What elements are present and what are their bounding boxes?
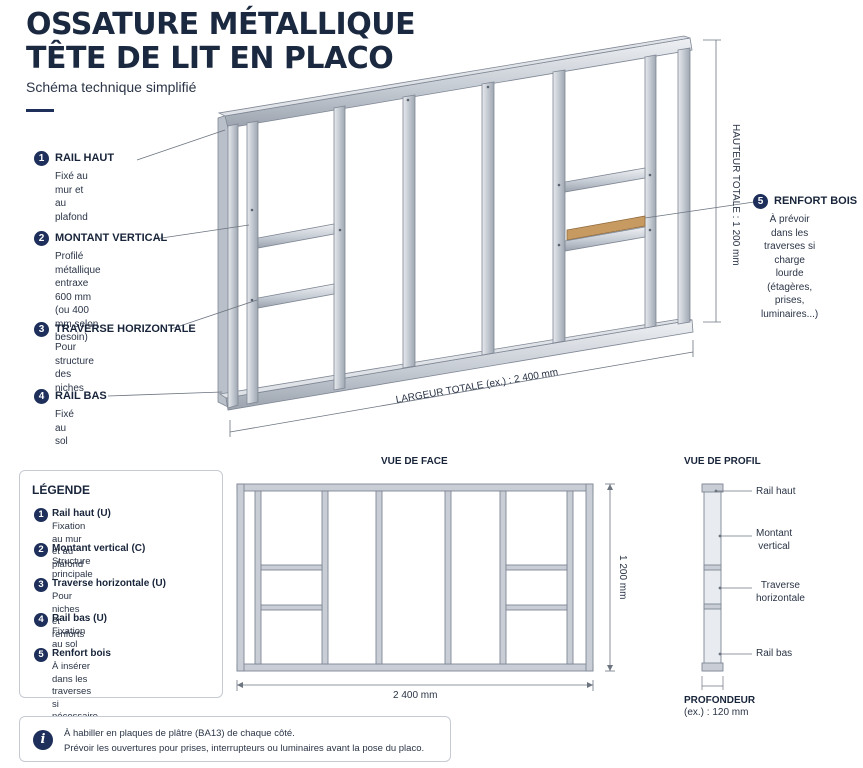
legend-title: LÉGENDE [32, 483, 91, 497]
front-traverse-right-lower [505, 604, 568, 611]
callout-body: Profilé métallique entraxe 600 mm (ou 40… [55, 251, 101, 343]
stud-6 [644, 54, 657, 329]
legend-desc: À insérer dans les traverses si nécessai… [52, 661, 98, 722]
callout-number: 1 [34, 151, 49, 166]
callout-number: 5 [753, 194, 768, 209]
front-stud-edge-right [585, 483, 594, 672]
profile-label-rail-haut: Rail haut [756, 486, 796, 497]
legend-desc: Pour niches et renforts [52, 591, 85, 640]
info-note: i À habiller en plaques de plâtre (BA13)… [19, 716, 451, 762]
profile-view-frame [701, 483, 724, 672]
legend-name: Rail haut (U) [52, 508, 111, 519]
profile-label-traverse: Traverse horizontale [756, 580, 805, 604]
leader-lines [107, 129, 755, 397]
front-top-rail [236, 483, 594, 492]
front-view-frame [236, 483, 594, 672]
legend-desc: Fixation au sol [52, 626, 86, 650]
stud-end-left [227, 123, 239, 409]
legend-desc: Structure principale [52, 556, 93, 580]
legend-desc: Fixation au mur et au plafond [52, 521, 86, 570]
traverse-right-upper [564, 167, 646, 193]
stud-2 [333, 105, 346, 391]
legend-number: 4 [34, 613, 48, 627]
legend-name: Traverse horizontale (U) [52, 578, 166, 589]
screw-dots [250, 85, 652, 302]
legend-name: Rail bas (U) [52, 613, 108, 624]
stud-end-right [677, 47, 691, 325]
legend-box: LÉGENDE 1 Rail haut (U) Fixation au mur … [19, 470, 223, 722]
legend-number: 1 [34, 508, 48, 522]
profile-view-title: VUE DE PROFIL [684, 456, 761, 467]
legend-number: 2 [34, 543, 48, 557]
profile-traverse-upper [703, 564, 722, 571]
legend-name: Renfort bois [52, 648, 111, 659]
callout-number: 4 [34, 389, 49, 404]
wood-reinforcement [566, 215, 646, 241]
profile-view-leaders [701, 489, 752, 690]
title-line-2: TÊTE DE LIT EN PLACO [26, 41, 394, 76]
front-stud-2 [321, 490, 329, 665]
front-view-dimensions [236, 483, 615, 691]
title-line-1: OSSATURE MÉTALLIQUE [26, 7, 416, 42]
info-icon: i [33, 730, 53, 750]
callout-body: Fixé au mur et au plafond [55, 171, 88, 223]
callout-title: RENFORT BOIS [774, 195, 858, 207]
info-line-1: À habiller en plaques de plâtre (BA13) d… [64, 728, 295, 739]
traverse-left-upper [257, 223, 335, 249]
title-underline [26, 109, 54, 112]
front-stud-edge-left [236, 483, 245, 672]
front-stud-4 [444, 490, 452, 665]
front-stud-3 [375, 490, 383, 665]
profile-traverse-lower [703, 603, 722, 610]
traverse-left-lower [257, 283, 335, 309]
profile-depth-value: (ex.) : 120 mm [684, 707, 749, 718]
callout-title: TRAVERSE HORIZONTALE [55, 323, 196, 335]
callout-number: 3 [34, 322, 49, 337]
top-rail [224, 37, 693, 129]
legend-number: 3 [34, 578, 48, 592]
front-stud-1 [254, 490, 262, 665]
legend-name: Montant vertical (C) [52, 543, 146, 554]
traverse-right-lower [564, 226, 646, 252]
callout-body: À prévoir dans les traverses si charge l… [761, 214, 819, 320]
front-traverse-left-lower [260, 604, 323, 611]
top-rail-lip [217, 35, 691, 117]
stud-5 [552, 69, 566, 344]
stud-3 [402, 94, 416, 369]
info-line-2: Prévoir les ouvertures pour prises, inte… [64, 743, 425, 754]
profile-label-rail-bas: Rail bas [756, 648, 793, 659]
bottom-rail [225, 319, 694, 411]
profile-stud [703, 483, 722, 672]
front-stud-5 [499, 490, 507, 665]
callout-number: 2 [34, 231, 49, 246]
stud-1 [246, 120, 259, 405]
page-title: OSSATURE MÉTALLIQUE TÊTE DE LIT EN PLACO [26, 7, 416, 76]
front-height-label: 1 200 mm [617, 555, 628, 600]
profile-depth-title: PROFONDEUR [684, 695, 756, 706]
stud-4 [481, 81, 495, 356]
callout-body: Fixé au sol [55, 409, 74, 447]
legend-number: 5 [34, 648, 48, 662]
front-traverse-right-upper [505, 564, 568, 571]
dimension-lines-3d [229, 39, 721, 437]
callout-body: Pour structure des niches [55, 342, 94, 394]
front-width-label: 2 400 mm [393, 690, 438, 701]
profile-top-rail [701, 483, 724, 493]
info-text: À habiller en plaques de plâtre (BA13) d… [64, 726, 424, 756]
callout-title: MONTANT VERTICAL [55, 232, 168, 244]
callout-title: RAIL BAS [55, 390, 107, 402]
page-subtitle: Schéma technique simplifié [26, 79, 197, 95]
front-stud-6 [566, 490, 574, 665]
front-traverse-left-upper [260, 564, 323, 571]
profile-label-montant: Montant vertical [756, 528, 793, 552]
height-total-label: HAUTEUR TOTALE : 1 200 mm [730, 124, 741, 266]
front-bottom-rail [236, 663, 594, 672]
profile-bottom-rail [701, 662, 724, 672]
iso-frame [217, 35, 694, 411]
callout-title: RAIL HAUT [55, 152, 115, 164]
front-view-title: VUE DE FACE [381, 456, 448, 467]
